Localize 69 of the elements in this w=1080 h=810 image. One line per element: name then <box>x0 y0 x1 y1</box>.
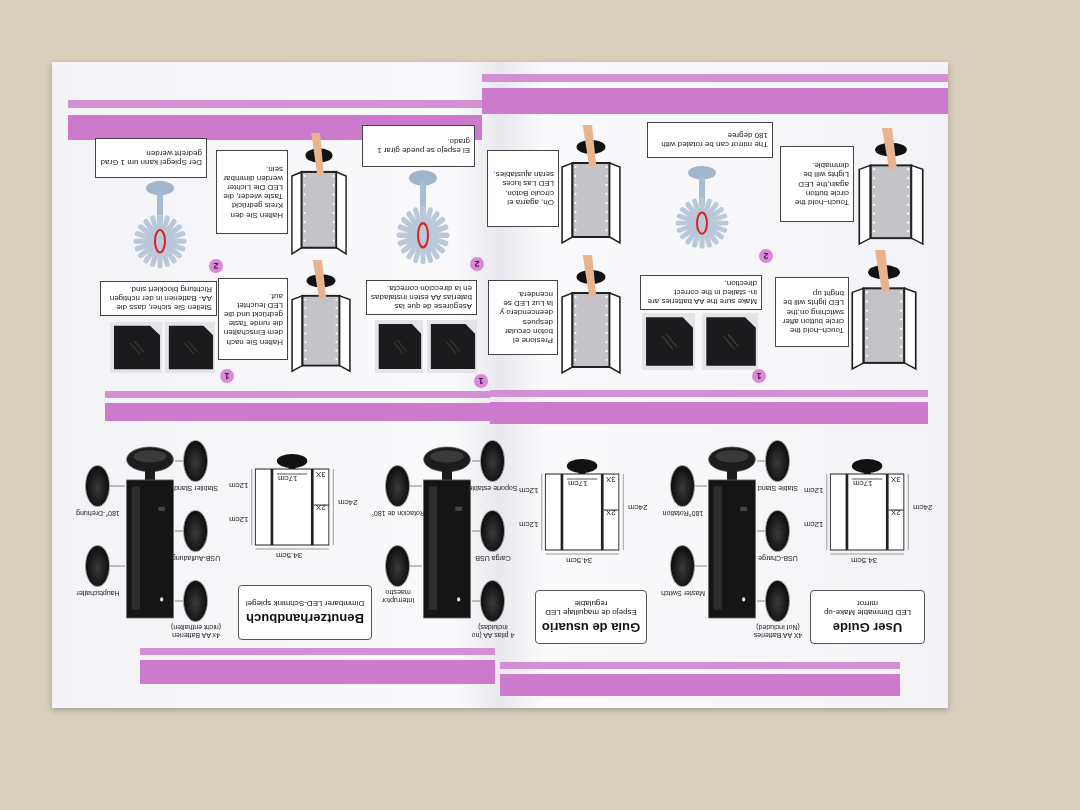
instruction-text: El espejo se puede girar 1 grado. <box>376 136 470 156</box>
leader-line <box>409 565 423 567</box>
dimension-label: 34.5cm <box>276 551 303 560</box>
leader-line <box>409 485 423 487</box>
instruction-text: Touch–hold the circle button again,the LED Lights will be dimmable. <box>793 161 849 207</box>
instruction-text: The mirror can be rotated with 180 degree <box>660 130 768 150</box>
instruction-box <box>487 150 559 227</box>
dimension-label: 12cm <box>519 520 539 529</box>
instruction-box <box>780 146 854 222</box>
guide-title: Benutzerhandbuch <box>246 611 364 626</box>
leader-line <box>174 530 184 532</box>
instruction-box <box>216 150 288 234</box>
guide-subtitle: Dimmbarer LED-Schmink spiegel <box>245 599 365 608</box>
instruction-box <box>218 278 288 360</box>
dimension-label: 12cm <box>804 486 824 495</box>
dimension-label: 2X <box>606 508 616 517</box>
instruction-box <box>488 280 558 355</box>
instruction-text: Make sure the AA batteries are in- stalled in the correct direction. <box>646 278 757 307</box>
dimension-label: 3X <box>606 475 616 484</box>
instruction-text: Halten Sie nach dem Einschalten die runde Taste gedrückt und die LED leuchtet auf. <box>223 291 283 347</box>
instruction-box <box>95 138 207 178</box>
dimension-label: 2X <box>891 508 901 517</box>
leader-line <box>756 460 766 462</box>
instruction-text: Stellen Sie sicher, dass die AA- Batterien in der richtigen Richtung blockiert sind. <box>108 284 212 313</box>
guide-subtitle: Espejo de maquillaje LED regulable <box>544 599 638 617</box>
dimension-label: 12cm <box>519 486 539 495</box>
dimension-label: 24cm <box>628 503 648 512</box>
leader-line <box>756 600 766 602</box>
guide-title-panel <box>810 590 925 644</box>
guide-title: User Guide <box>832 620 903 635</box>
dimension-label: 3X <box>891 475 901 484</box>
dimension-label: 17cm <box>853 479 873 488</box>
leader-line <box>694 565 708 567</box>
leader-line <box>174 600 184 602</box>
dimension-label: 34.5cm <box>851 556 878 565</box>
leader-line <box>109 565 126 567</box>
leader-line <box>694 485 708 487</box>
dimension-label: 24cm <box>338 498 358 507</box>
dimension-label: 12cm <box>229 481 249 490</box>
leader-line <box>109 485 126 487</box>
instruction-text: Halten Sie den Kreis gedrückt Taste wieder, die LED Die Lichter werden dimmbar sein. <box>222 164 283 220</box>
leader-line <box>471 530 481 532</box>
leader-line <box>471 460 481 462</box>
dimension-label: 3X <box>316 470 326 479</box>
mirror-back-photo <box>707 445 757 620</box>
dimension-label: 24cm <box>913 503 933 512</box>
dimension-label: 12cm <box>229 515 249 524</box>
leader-line <box>471 600 481 602</box>
dimension-label: 2X <box>316 503 326 512</box>
instruction-text: Der Spiegel kann um 1 Grad gedreht werden <box>100 148 202 168</box>
guide-title-panel <box>238 585 372 640</box>
instruction-box <box>100 281 217 316</box>
leader-line <box>174 460 184 462</box>
instruction-text: Touch–hold the circle button after switching on,the LED lights will be bright up <box>781 289 844 335</box>
dimension-label: 17cm <box>568 479 588 488</box>
instruction-box <box>647 122 773 158</box>
guide-title: Guía de usuario <box>541 620 641 635</box>
dimension-label: 34.5cm <box>566 556 593 565</box>
guide-subtitle: LED Dimmable Make-up mirror <box>822 599 913 617</box>
dimension-label: 17cm <box>278 474 298 483</box>
instruction-text: Oh, agarra el círculo Botón, LED Las luces serán ajustables. <box>492 170 554 207</box>
instruction-box <box>775 277 849 347</box>
instruction-box <box>640 275 762 310</box>
instruction-box <box>362 125 475 167</box>
leader-line <box>756 530 766 532</box>
instruction-text: Presione el botón circular después deencendero y la Luz LED se ncenderá. <box>499 289 553 346</box>
guide-title-panel <box>535 590 647 644</box>
instruction-text: Asegúrese de que las baterías AA estén instaladas en la dirección correcta. <box>371 283 472 312</box>
dimension-label: 12cm <box>804 520 824 529</box>
